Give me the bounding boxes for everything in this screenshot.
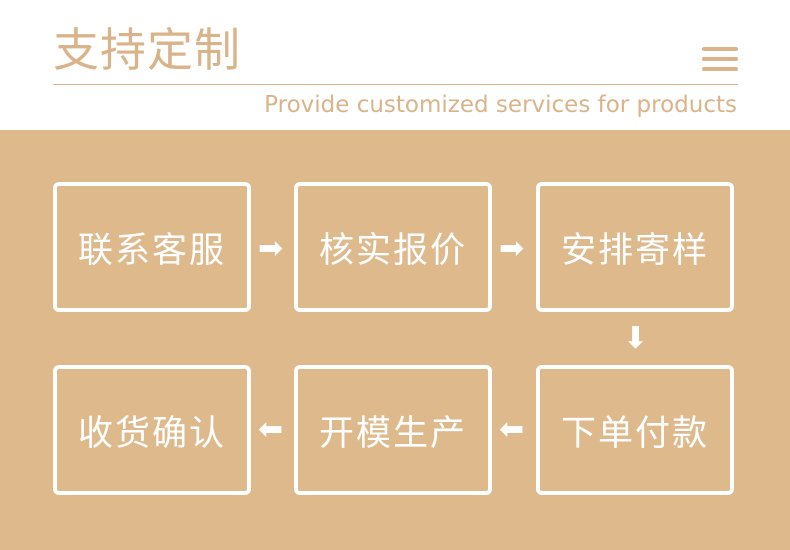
step-order-payment: 下单付款 bbox=[536, 365, 734, 495]
step-verify-quote: 核实报价 bbox=[294, 182, 492, 312]
step-mold-production: 开模生产 bbox=[294, 365, 492, 495]
step-label: 核实报价 bbox=[318, 230, 467, 271]
menu-line bbox=[702, 47, 738, 51]
menu-line bbox=[702, 57, 738, 61]
arrow-right-icon: ➡ bbox=[258, 231, 284, 266]
step-arrange-sample: 安排寄样 bbox=[536, 182, 734, 312]
step-label: 开模生产 bbox=[318, 413, 467, 454]
step-label: 下单付款 bbox=[560, 413, 709, 454]
menu-icon[interactable] bbox=[702, 47, 738, 71]
step-label: 安排寄样 bbox=[560, 230, 709, 271]
arrow-down-icon: ⬇ bbox=[623, 321, 649, 356]
header: 支持定制 Provide customized services for pro… bbox=[0, 0, 790, 130]
step-receipt-confirm: 收货确认 bbox=[53, 365, 251, 495]
arrow-left-icon: ⬅ bbox=[258, 412, 284, 447]
step-contact-service: 联系客服 bbox=[53, 182, 251, 312]
header-divider bbox=[53, 84, 738, 85]
process-flow: 联系客服 ➡ 核实报价 ➡ 安排寄样 ⬇ 收货确认 ⬅ 开模生产 ⬅ 下单付款 bbox=[0, 130, 790, 550]
step-label: 联系客服 bbox=[77, 230, 226, 271]
page-subtitle: Provide customized services for products bbox=[264, 92, 737, 118]
step-label: 收货确认 bbox=[77, 413, 226, 454]
page-title: 支持定制 bbox=[53, 23, 241, 77]
arrow-right-icon: ➡ bbox=[499, 231, 525, 266]
arrow-left-icon: ⬅ bbox=[499, 412, 525, 447]
menu-line bbox=[702, 67, 738, 71]
